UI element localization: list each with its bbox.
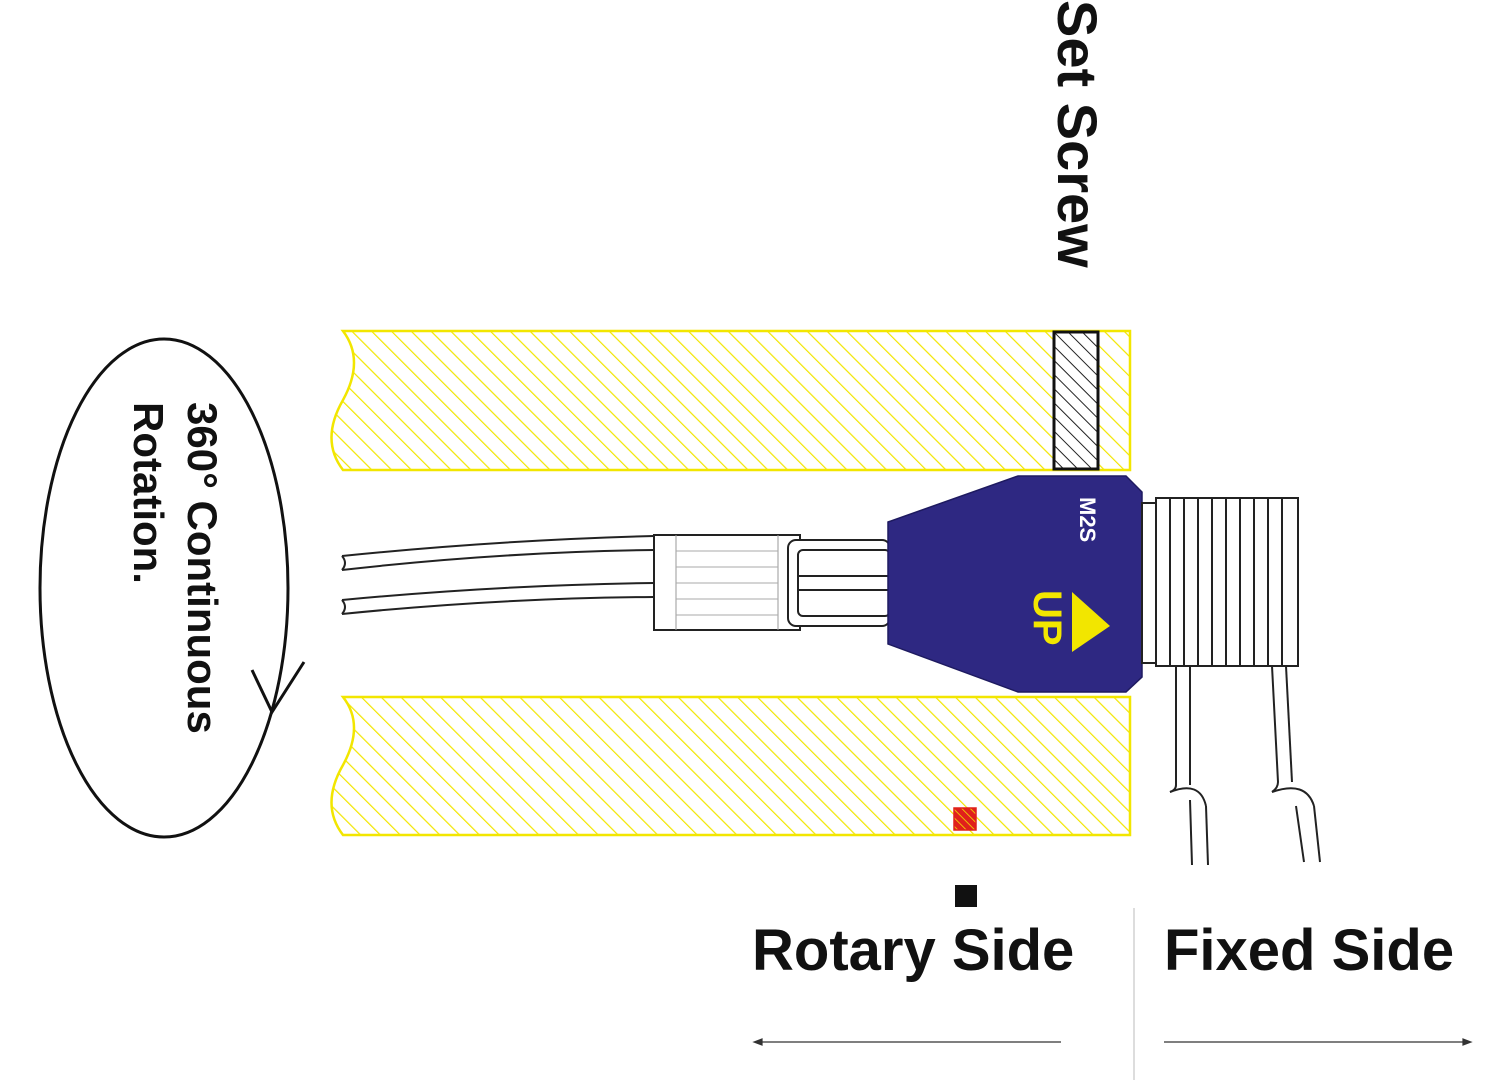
fixed-side-label: Fixed Side [1164, 918, 1454, 983]
rotary-side-label: Rotary Side [752, 918, 1074, 983]
rotation-arrowhead-icon [250, 661, 306, 716]
upper-housing [330, 329, 1132, 472]
rotary-side-dimension-line [752, 1038, 1061, 1046]
rotor-shaft [787, 539, 891, 627]
stator-wires [1169, 665, 1321, 866]
slip-ring-module-body [887, 475, 1143, 693]
rotor-wires [341, 535, 655, 615]
rotation-label-line2: Rotation. [125, 402, 172, 584]
set-screw [1052, 330, 1100, 471]
rotation-ellipse [38, 337, 290, 839]
rotation-label-line1: 360° Continuous [179, 402, 226, 734]
set-screw-label: Set Screw [1046, 0, 1109, 268]
stator-fins [1141, 497, 1299, 667]
reference-marker [955, 885, 977, 907]
orientation-mark-label: UP [1025, 590, 1069, 646]
rotor-sleeve [653, 534, 801, 631]
module-model-label: M2S [1075, 497, 1100, 542]
lower-housing [330, 695, 1132, 837]
alignment-marker [953, 807, 977, 831]
fixed-side-dimension-line [1164, 1038, 1473, 1046]
up-arrow-icon [1072, 592, 1110, 652]
